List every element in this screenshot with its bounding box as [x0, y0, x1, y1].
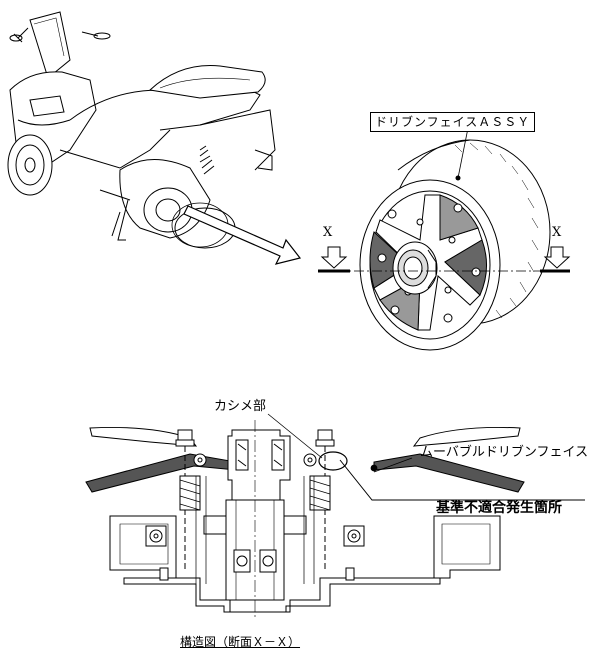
structure-diagram-caption: 構造図（断面Ｘ－Ｘ） [180, 635, 301, 649]
assy-leader-line [457, 127, 469, 179]
cross-section-leaders [267, 413, 585, 501]
pointer-arrow [183, 205, 302, 265]
driven-face-assy-drawing [359, 139, 551, 351]
section-line-x-x [318, 246, 571, 273]
section-mark-right: X [552, 225, 562, 240]
defect-location-circle [318, 451, 348, 471]
defect-location-label: 基準不適合発生箇所 [436, 500, 562, 516]
cross-section-drawing [85, 420, 525, 620]
assy-label: ドリブンフェイスＡＳＳＹ [370, 112, 536, 132]
section-mark-left: X [323, 225, 333, 240]
kashime-label: カシメ部 [214, 399, 267, 414]
scooter-illustration [7, 11, 276, 249]
movable-driven-face-label: ムーバブルドリブンフェイス [420, 445, 589, 460]
